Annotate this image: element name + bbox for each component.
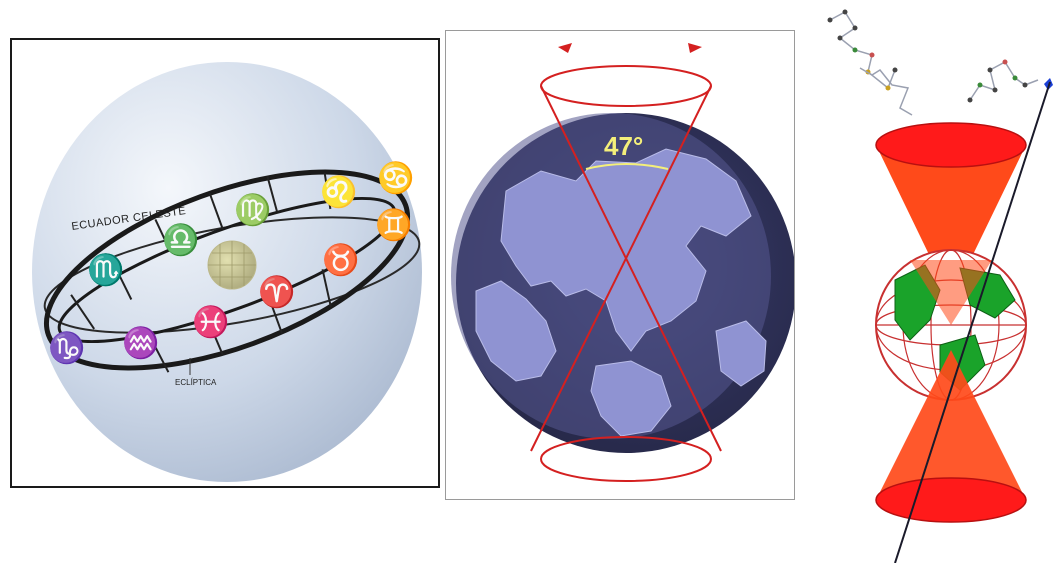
axis-cone-panel: [800, 0, 1055, 563]
zodiac-symbol-libra: ♎: [162, 222, 199, 257]
zodiac-symbol-capricorn: ♑: [48, 330, 85, 365]
axis-cone-figure: [800, 0, 1055, 563]
constellation-right: [970, 62, 1038, 100]
celestial-sphere-panel: ♑ ♒ ♓ ♈ ♉ ♊ ♋ ♌ ♍ ♎ ♏ Ecuador Celeste Ec…: [10, 38, 440, 488]
zodiac-symbol-scorpio: ♏: [87, 252, 124, 287]
rotation-arrowhead: [558, 43, 572, 53]
rotation-arrowhead: [688, 43, 702, 53]
zodiac-symbol-taurus: ♉: [322, 242, 359, 277]
zodiac-symbol-aries: ♈: [258, 274, 295, 309]
zodiac-symbol-pisces: ♓: [192, 304, 229, 339]
angle-label: 47°: [604, 131, 643, 161]
zodiac-symbol-leo: ♌: [320, 174, 357, 209]
celestial-sphere-figure: ♑ ♒ ♓ ♈ ♉ ♊ ♋ ♌ ♍ ♎ ♏ Ecuador Celeste Ec…: [12, 40, 438, 486]
lower-cone-base: [876, 478, 1026, 522]
constellation-middle: [860, 68, 912, 115]
precession-earth-panel: 47°: [445, 30, 795, 500]
ecliptic-label: Eclíptica: [175, 378, 217, 387]
zodiac-symbol-aquarius: ♒: [122, 325, 159, 360]
precession-earth-figure: 47°: [446, 31, 794, 499]
zodiac-symbol-cancer: ♋: [377, 160, 414, 195]
caption-strip: [30, 538, 1020, 563]
upper-cone-top: [876, 123, 1026, 167]
zodiac-symbol-gemini: ♊: [375, 207, 412, 242]
zodiac-symbol-virgo: ♍: [234, 192, 271, 227]
